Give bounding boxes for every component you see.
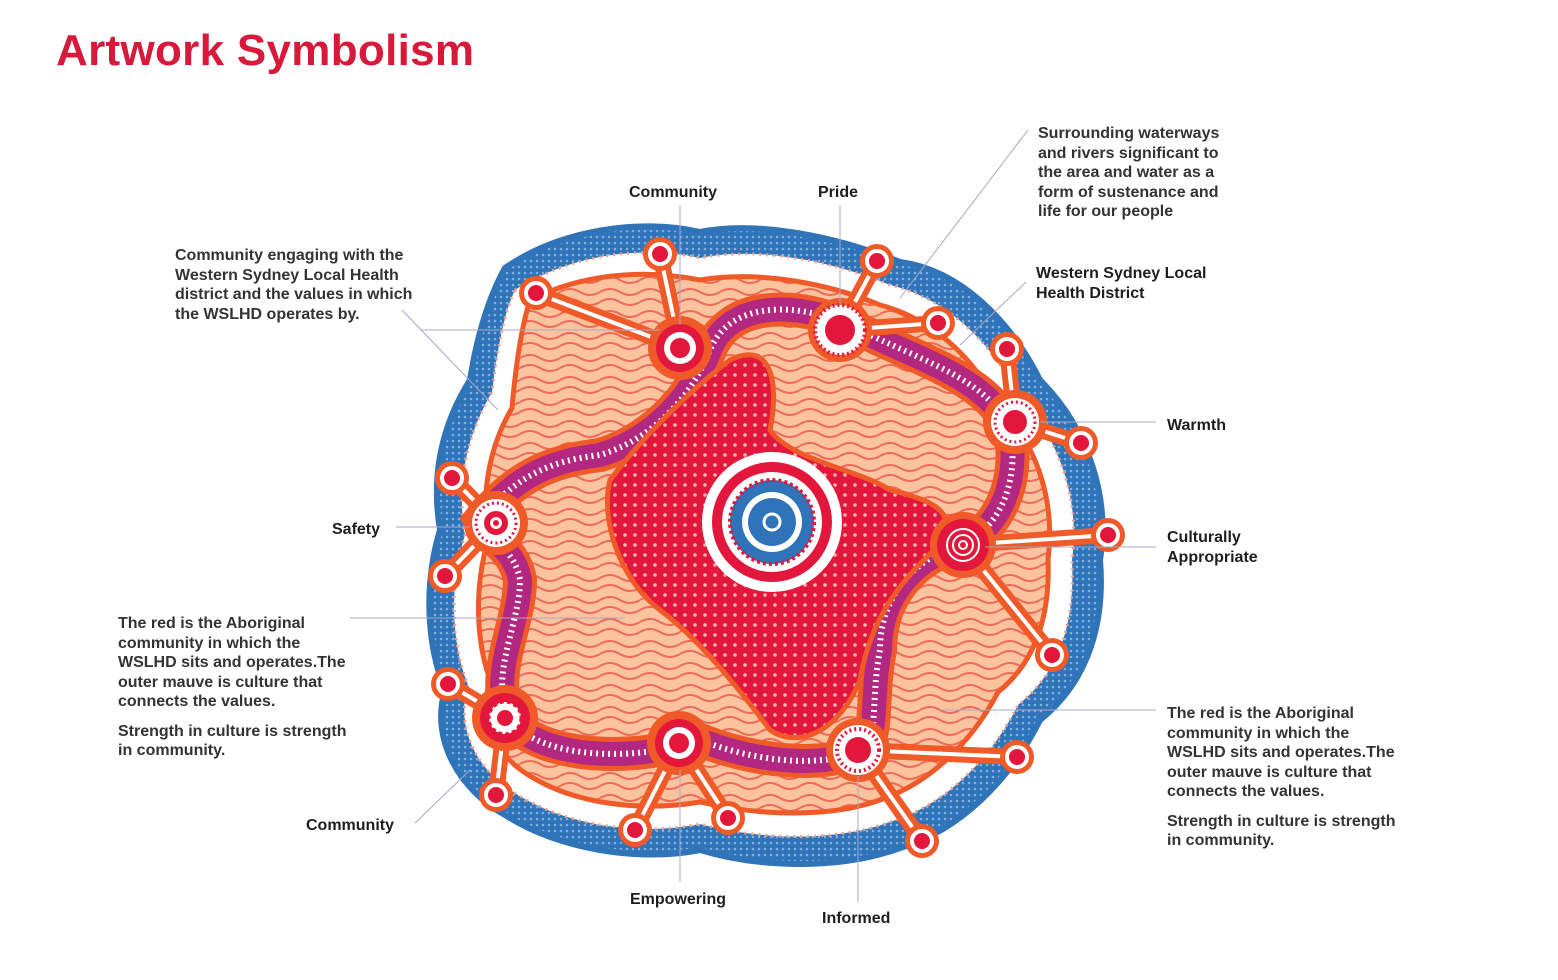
outer-node [479,778,513,812]
value-node-warmth [983,390,1047,454]
outer-node [1091,518,1125,552]
desc-red-left: The red is the Aboriginal community in w… [118,614,346,761]
outer-node [428,559,462,593]
value-node-pride [808,298,872,362]
desc-strength-left-text: Strength in culture is strength in commu… [118,722,347,760]
centre-symbol [702,452,842,592]
label-community-bottom: Community [306,817,394,834]
outer-node [431,667,465,701]
outer-nodes [428,237,1125,858]
value-nodes [464,298,1047,782]
label-empowering: Empowering [630,891,727,908]
label-safety: Safety [332,521,381,538]
label-pride: Pride [818,184,859,201]
value-node-informed [826,718,890,782]
outer-node [905,824,939,858]
outer-node [435,461,469,495]
desc-waterways: Surrounding waterways and rivers signifi… [1038,125,1220,220]
outer-node [1064,426,1098,460]
desc-community-engaging: Community engaging with the Western Sydn… [175,247,413,323]
desc-strength-right-text: Strength in culture is strength in commu… [1167,812,1396,850]
outer-node [860,244,894,278]
desc-red-right: The red is the Aboriginal community in w… [1167,704,1395,851]
label-wslhd: Western Sydney Local Health District [1036,265,1207,302]
outer-node [711,801,745,835]
value-node-community-top [648,316,712,380]
outer-node [1000,740,1034,774]
page-title: Artwork Symbolism [56,26,475,75]
label-culturally-appropriate: Culturally Appropriate [1167,529,1258,566]
value-node-empowering [647,711,711,775]
outer-node [618,813,652,847]
value-node-community-bottom [472,685,538,751]
label-warmth: Warmth [1167,417,1226,434]
label-informed: Informed [822,910,891,927]
outer-node [921,306,955,340]
outer-node [1035,638,1069,672]
value-node-culturally-appropriate [930,512,996,578]
desc-red-right-text: The red is the Aboriginal community in w… [1167,705,1395,800]
label-community-top: Community [629,184,717,201]
outer-node [990,332,1024,366]
desc-red-left-text: The red is the Aboriginal community in w… [118,615,346,710]
value-node-safety [464,491,528,555]
outer-node [519,276,553,310]
leader-lines [350,129,1156,902]
outer-node [643,237,677,271]
